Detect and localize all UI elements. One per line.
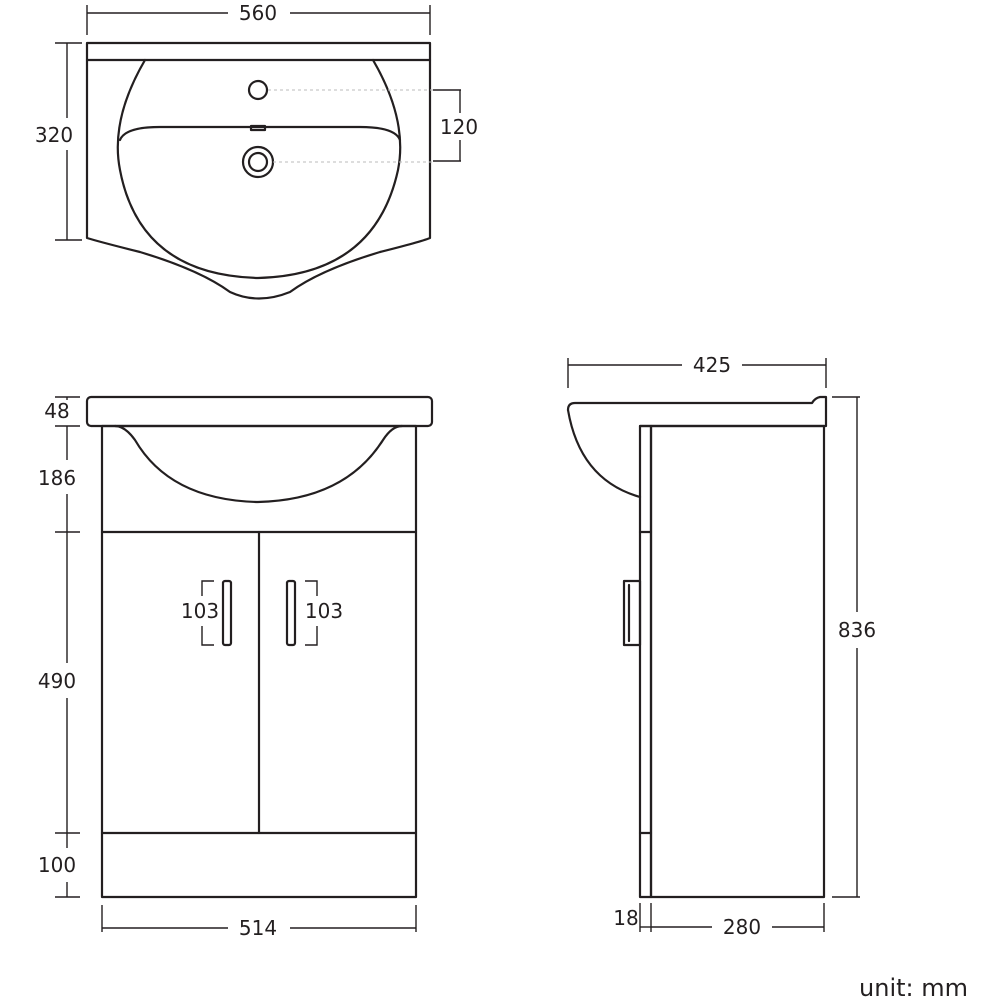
drain-outer (241, 145, 275, 179)
front-view-cabinet: 103 103 (85, 395, 434, 899)
top-view-basin (85, 41, 433, 300)
dim-label-320: 320 (35, 123, 73, 147)
dim-label-425: 425 (693, 353, 731, 377)
dim-label-560: 560 (239, 1, 277, 25)
side-carcass (649, 424, 826, 899)
dim-18-280: 18 280 (613, 903, 825, 939)
cabinet-body (100, 424, 418, 899)
basin-outline (85, 58, 432, 300)
dim-label-120: 120 (440, 115, 478, 139)
dim-label-186: 186 (38, 466, 76, 490)
dim-560: 560 (86, 1, 431, 35)
dim-label-490: 490 (38, 669, 76, 693)
unit-label: unit: mm (859, 974, 968, 1000)
left-door-handle (221, 579, 233, 647)
dim-label-514: 514 (239, 916, 277, 940)
dim-320: 320 (35, 42, 82, 241)
dim-label-100: 100 (38, 853, 76, 877)
dim-label-handle-right: 103 (305, 599, 343, 623)
dim-label-836: 836 (838, 618, 876, 642)
basin-bowl (116, 58, 402, 280)
side-handle (622, 579, 642, 647)
basin-bowl-front (113, 424, 404, 504)
side-basin-bowl (566, 408, 642, 499)
dim-front-heights: 48 186 490 100 (38, 396, 80, 898)
side-view-cabinet (566, 395, 828, 899)
overflow-slot (249, 124, 267, 132)
dim-label-280: 280 (723, 915, 761, 939)
dim-514: 514 (101, 905, 417, 940)
side-door-edge (638, 424, 653, 899)
drain-inner (247, 151, 269, 173)
side-basin-top (566, 395, 828, 428)
dim-label-48: 48 (44, 399, 69, 423)
tap-hole (247, 79, 269, 101)
dim-425: 425 (567, 353, 827, 388)
right-door-handle (285, 579, 297, 647)
dim-label-handle-left: 103 (181, 599, 219, 623)
basin-top (85, 395, 434, 428)
basin-rim (85, 41, 432, 62)
dim-label-18: 18 (613, 906, 638, 930)
dim-120: 120 (433, 89, 478, 162)
dim-836: 836 (832, 396, 876, 898)
